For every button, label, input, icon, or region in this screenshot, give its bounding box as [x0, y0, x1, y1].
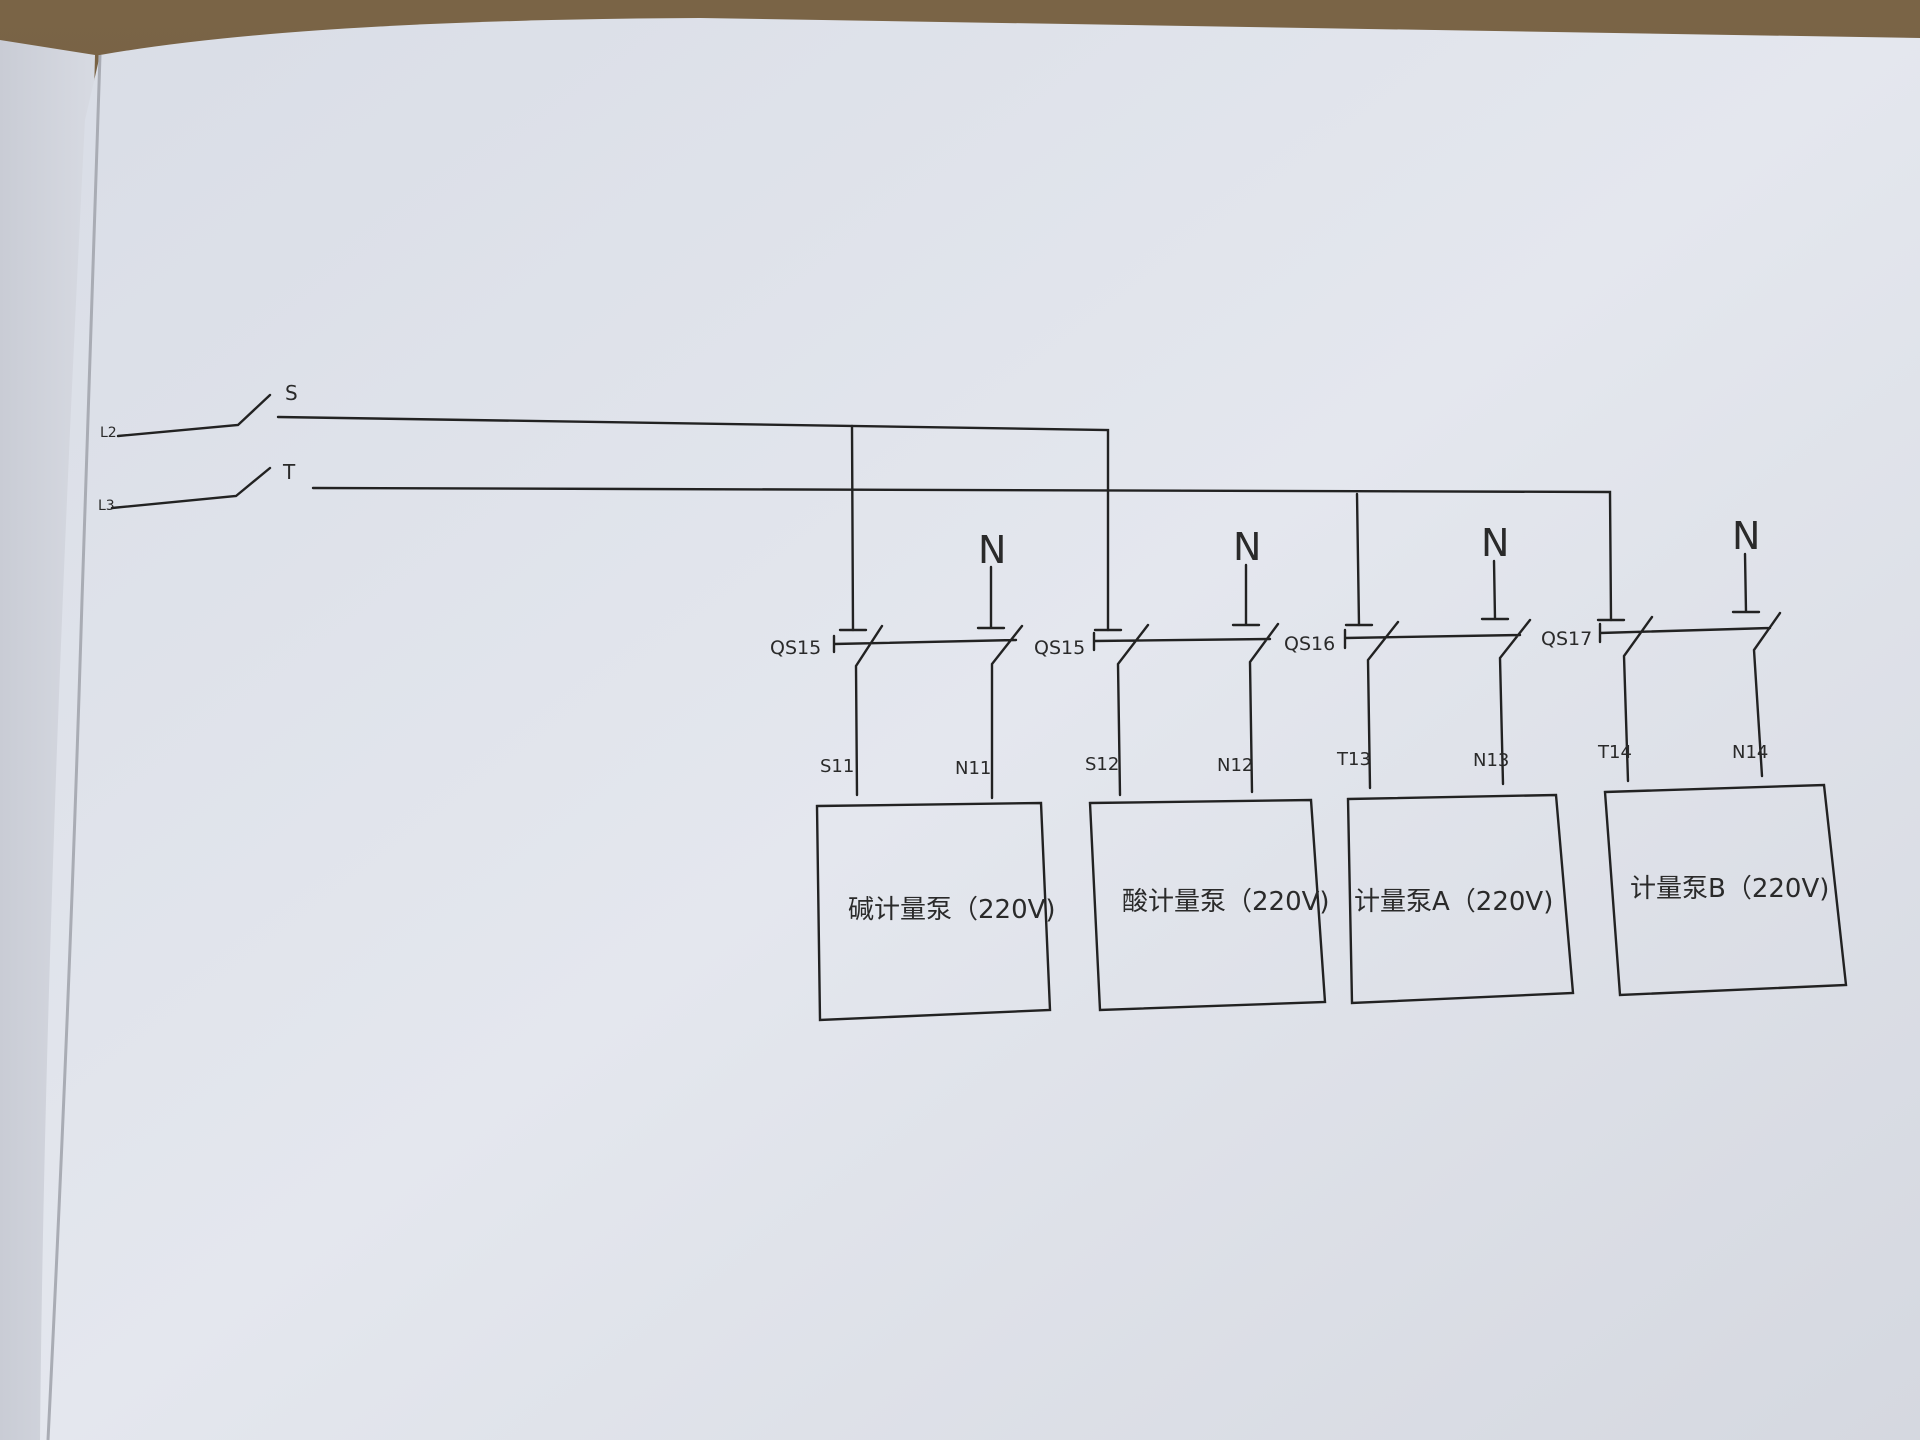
neutral-label-4: N [1732, 514, 1760, 558]
left-page [0, 40, 95, 1440]
neutral-terminal-2: N12 [1217, 755, 1253, 776]
bus-t-drop-3 [1355, 492, 1361, 627]
breaker-switch-3 [1343, 618, 1532, 790]
phase-t-label: T [282, 460, 296, 484]
load-label-2: 酸计量泵（220V) [1122, 887, 1330, 917]
paper-sheet [40, 18, 1920, 1440]
breaker-label-1: QS15 [770, 637, 821, 659]
load-box-2 [1088, 798, 1327, 1012]
branch-4: N QS17 T14 N14 计量泵B（220V) [1541, 514, 1848, 997]
phase-terminal-2: S12 [1085, 754, 1119, 775]
phase-terminal-4: T14 [1597, 742, 1632, 763]
neutral-label-3: N [1481, 521, 1509, 565]
bus-s-drop-1 [850, 424, 855, 632]
breaker-label-4: QS17 [1541, 628, 1592, 650]
load-label-1: 碱计量泵（220V) [848, 895, 1056, 925]
neutral-drop-3 [1480, 559, 1510, 621]
line-l2-incoming [116, 393, 272, 438]
phase-terminal-3: T13 [1336, 749, 1371, 770]
load-box-3 [1346, 793, 1575, 1005]
load-box-1 [815, 801, 1052, 1022]
breaker-switch-1 [832, 624, 1024, 800]
breaker-switch-2 [1092, 622, 1280, 797]
branch-3: N QS16 T13 N13 计量泵A（220V) [1284, 521, 1575, 1005]
neutral-drop-2 [1231, 563, 1261, 627]
binding-edge [46, 54, 102, 1440]
branch-2: N QS15 S12 N12 酸计量泵（220V) [1034, 525, 1330, 1012]
load-label-4: 计量泵B（220V) [1630, 874, 1829, 904]
line-l2-label: L2 [100, 425, 117, 441]
breaker-label-3: QS16 [1284, 633, 1335, 655]
phase-terminal-1: S11 [820, 756, 854, 777]
line-l3-label: L3 [98, 498, 115, 514]
neutral-drop-1 [976, 565, 1006, 630]
branch-1: N QS15 S11 N11 碱计量泵（220V) [770, 528, 1056, 1022]
breaker-label-2: QS15 [1034, 637, 1085, 659]
load-label-3: 计量泵A（220V) [1354, 887, 1553, 917]
neutral-terminal-4: N14 [1732, 742, 1768, 763]
neutral-terminal-3: N13 [1473, 750, 1509, 771]
load-box-4 [1603, 783, 1848, 997]
line-l3-incoming [110, 466, 272, 510]
breaker-switch-4 [1598, 611, 1782, 783]
neutral-drop-4 [1731, 552, 1761, 614]
neutral-label-1: N [978, 528, 1006, 572]
bus-t [311, 486, 1613, 622]
neutral-terminal-1: N11 [955, 758, 991, 779]
neutral-label-2: N [1233, 525, 1261, 569]
phase-s-label: S [285, 381, 298, 405]
bus-s [276, 415, 1110, 632]
